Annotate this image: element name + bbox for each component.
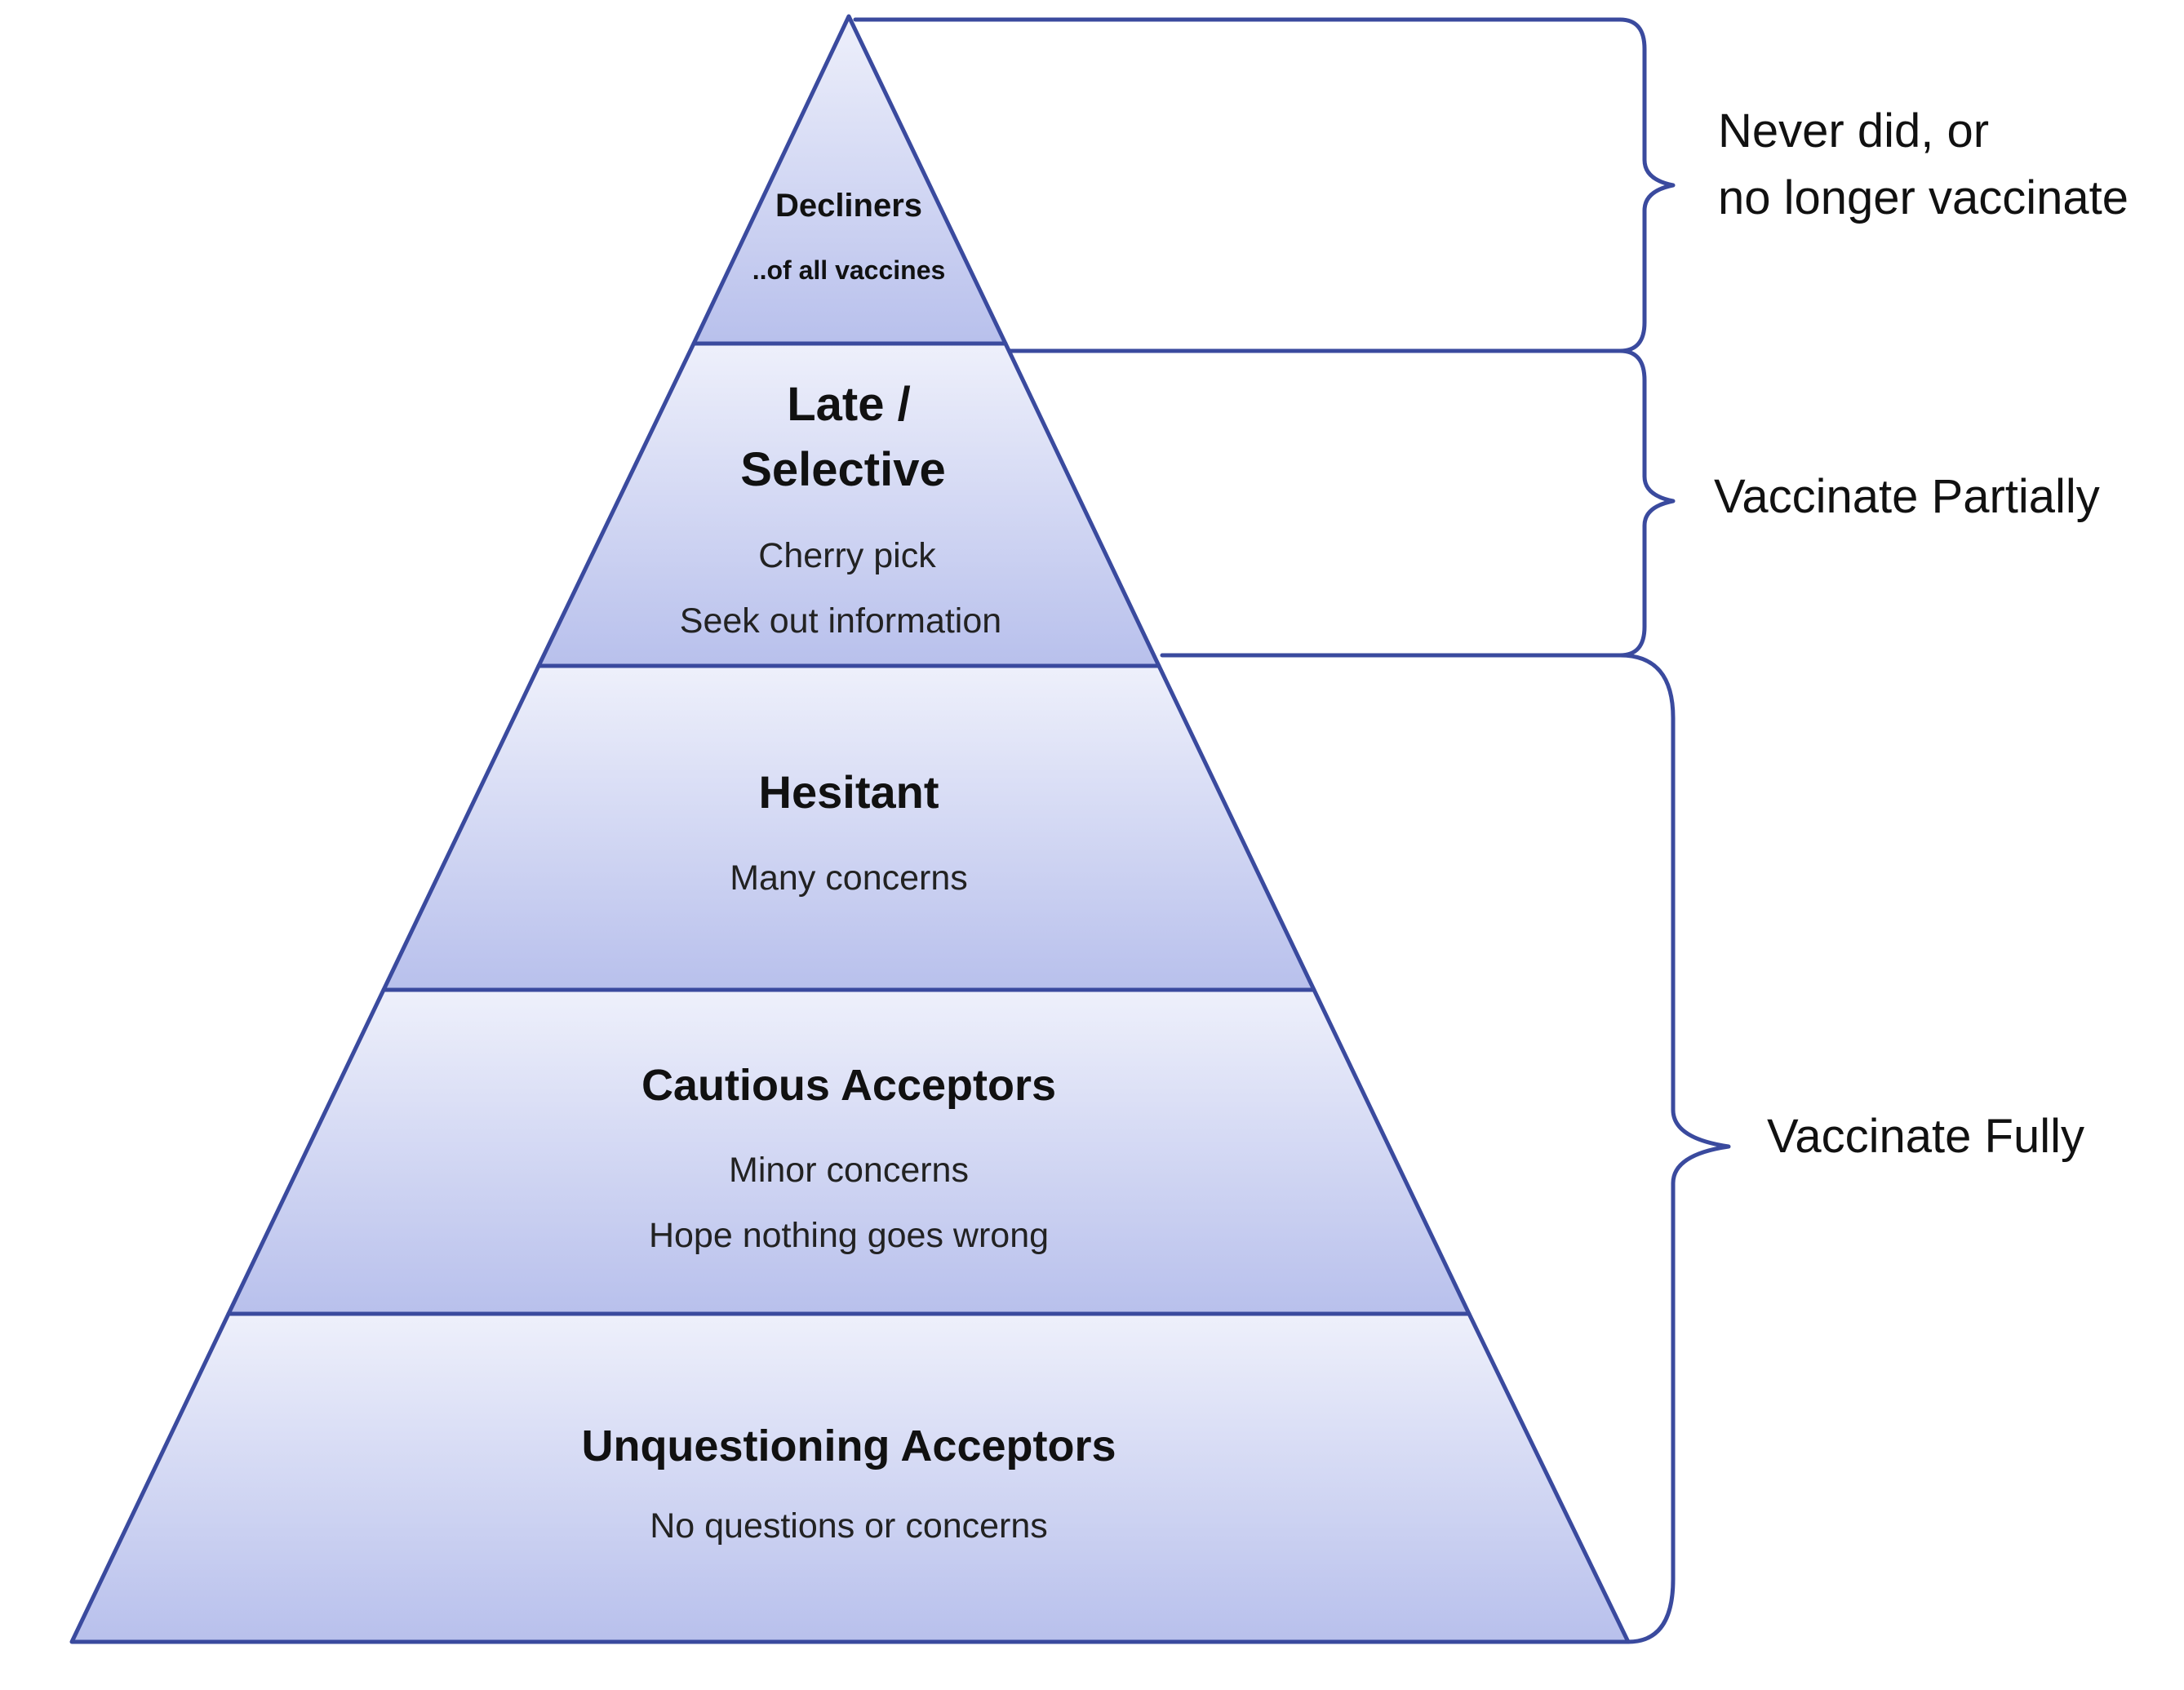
brace-never-did	[1618, 17, 1676, 353]
tier-hesitant-title: Hesitant	[759, 766, 939, 818]
tier-hesitant-shape	[381, 663, 1316, 992]
tier-late-selective-line1: Cherry pick	[758, 536, 936, 575]
group-partially: Vaccinate Partially	[1714, 470, 2100, 523]
tier-cautious-acceptors-line2: Hope nothing goes wrong	[649, 1216, 1049, 1255]
group-never-did-line2: no longer vaccinate	[1718, 171, 2129, 224]
group-never-did-line1: Never did, or	[1718, 104, 1989, 157]
brace-partially	[1618, 348, 1676, 658]
tier-unquestioning-acceptors-title: Unquestioning Acceptors	[581, 1422, 1116, 1470]
tier-cautious-acceptors-line1: Minor concerns	[729, 1151, 969, 1190]
tier-unquestioning-acceptors-shape	[69, 1311, 1631, 1644]
tier-hesitant-line1: Many concerns	[730, 858, 968, 898]
group-fully: Vaccinate Fully	[1767, 1110, 2084, 1163]
tier-late-selective-line2: Seek out information	[680, 601, 1001, 641]
tier-late-selective-title-line1: Late /	[787, 378, 911, 431]
tier-decliners-title: Decliners	[775, 188, 922, 224]
tier-decliners-subtitle: ..of all vaccines	[752, 255, 946, 285]
tier-unquestioning-acceptors-line1: No questions or concerns	[650, 1506, 1048, 1546]
tier-late-selective-title-line2: Selective	[740, 443, 946, 496]
tier-decliners-shape	[691, 14, 1008, 346]
brace-fully	[1618, 653, 1731, 1644]
tier-cautious-acceptors-title: Cautious Acceptors	[641, 1061, 1056, 1110]
